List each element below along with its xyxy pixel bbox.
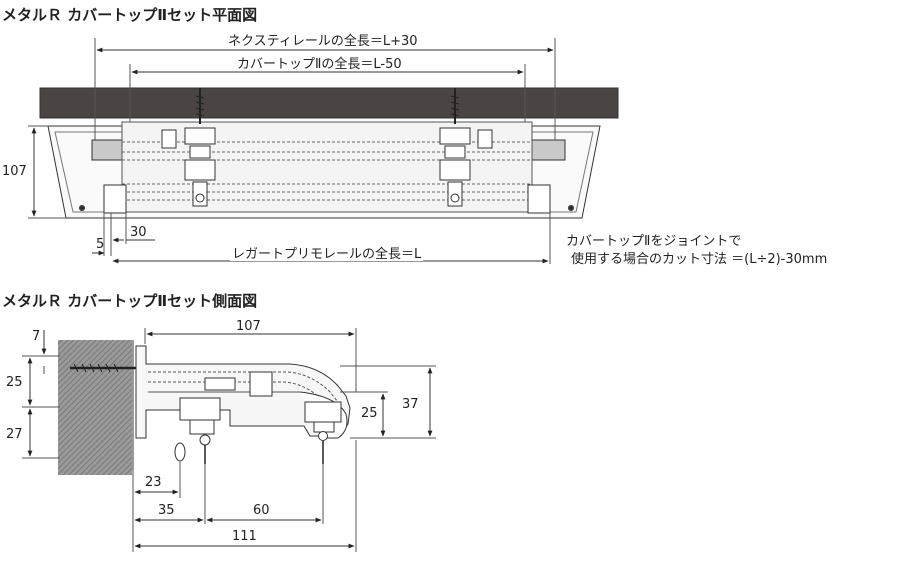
dim-side-7: 7 <box>32 329 41 344</box>
dim-plan-30: 30 <box>130 225 147 240</box>
dim-plan-height: 107 <box>2 164 27 179</box>
dim-cover-top: カバートップⅡの全長＝L-50 <box>235 57 404 72</box>
screw-right <box>450 88 460 124</box>
cut-note-line2: 使用する場合のカット寸法 ＝(L÷2)-30mm <box>571 252 828 267</box>
plan-view <box>28 38 619 264</box>
dim-regato: レガートプリモレールの全長＝L <box>230 247 424 262</box>
runner-left <box>161 127 216 207</box>
dim-side-107: 107 <box>234 319 263 334</box>
dim-side-23: 23 <box>145 475 162 490</box>
dim-side-25-left: 25 <box>6 375 23 390</box>
dim-side-60: 60 <box>253 503 270 518</box>
runner-back <box>304 401 342 464</box>
dim-next-rail: ネクスティレールの全長＝L+30 <box>226 34 420 49</box>
runner-right <box>439 127 493 207</box>
dim-plan-5: 5 <box>96 237 105 252</box>
wall <box>58 340 132 475</box>
dim-side-25-right: 25 <box>361 406 378 421</box>
screw-left <box>195 88 205 124</box>
end-bracket-right <box>526 139 566 161</box>
side-view <box>22 328 436 552</box>
cut-note-line1: カバートップⅡをジョイントで <box>566 234 742 249</box>
wall-screw <box>70 363 136 373</box>
hook-ring <box>174 442 186 462</box>
side-title: メタルＲ カバートップⅡセット側面図 <box>2 292 258 310</box>
dim-side-35: 35 <box>158 503 175 518</box>
runner-front <box>179 397 221 464</box>
dim-side-37: 37 <box>402 397 419 412</box>
dim-side-27: 27 <box>6 427 23 442</box>
plan-title: メタルＲ カバートップⅡセット平面図 <box>2 6 258 24</box>
ceiling-slab <box>39 87 619 119</box>
dim-side-111: 111 <box>232 529 257 544</box>
